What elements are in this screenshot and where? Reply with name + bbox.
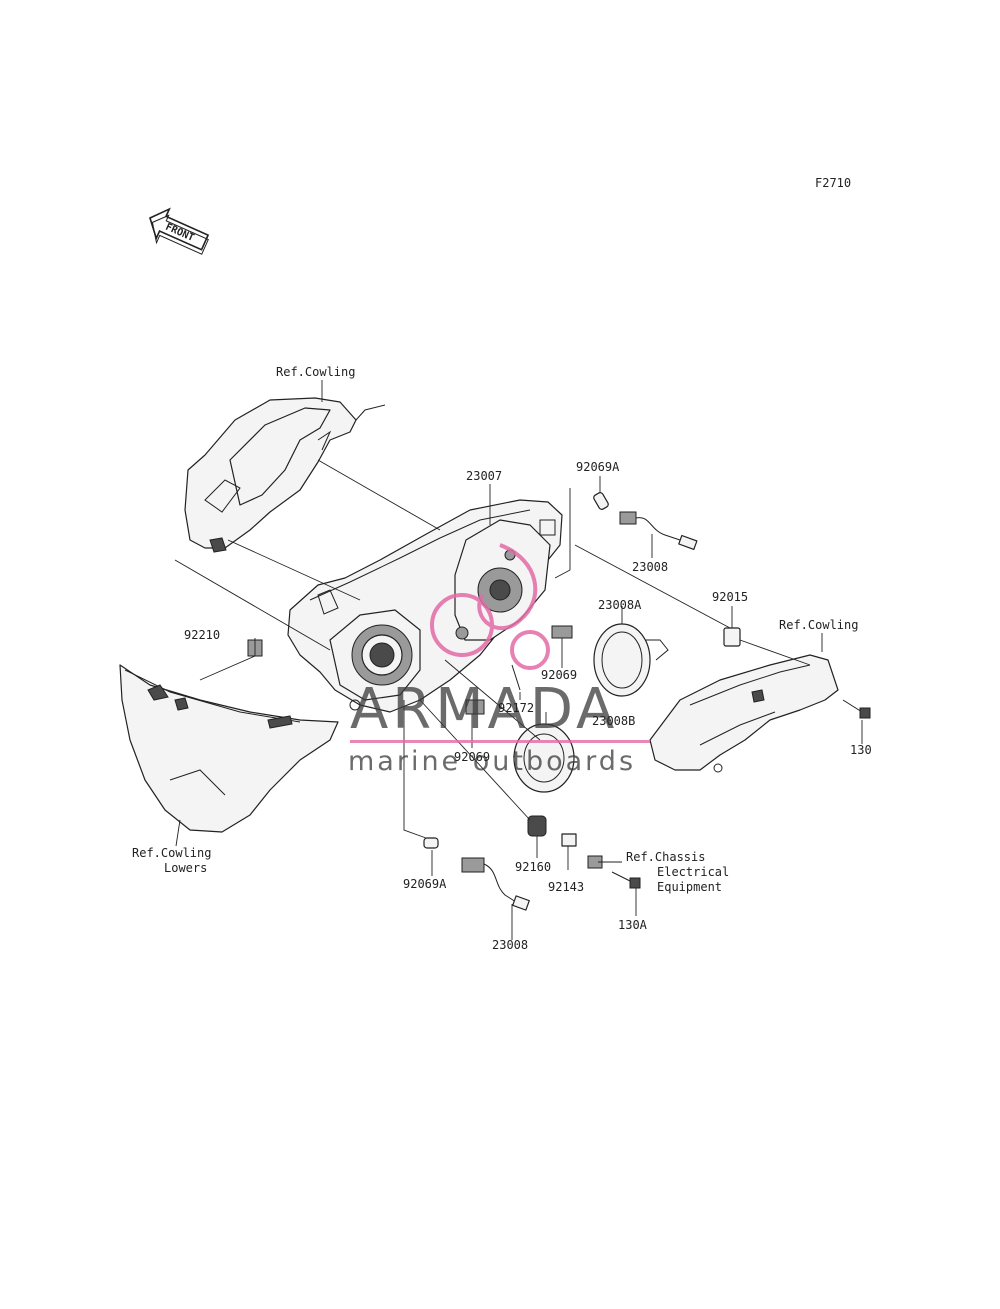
- label-ref-cowling-lowers-2: Lowers: [164, 861, 207, 875]
- label-23008-top: 23008: [632, 560, 668, 574]
- label-ref-cowling-right: Ref.Cowling: [779, 618, 858, 632]
- label-92210: 92210: [184, 628, 220, 642]
- label-92015: 92015: [712, 590, 748, 604]
- label-92172: 92172: [498, 701, 534, 715]
- label-23008a: 23008A: [598, 598, 642, 612]
- front-arrow-icon: FRONT: [149, 207, 210, 255]
- label-92160: 92160: [515, 860, 551, 874]
- label-ref-cowling-lowers-1: Ref.Cowling: [132, 846, 211, 860]
- label-ref-cowling-top: Ref.Cowling: [276, 365, 355, 379]
- upper-cowling-part: [184, 397, 386, 553]
- part-labels: Ref.Cowling 23007 92069A 23008 92015 Ref…: [132, 365, 872, 952]
- leader-lines: [174, 380, 863, 940]
- label-23008-bottom: 23008: [492, 938, 528, 952]
- label-ref-chassis-3: Equipment: [657, 880, 722, 894]
- label-ref-chassis-1: Ref.Chassis: [626, 850, 705, 864]
- label-130a: 130A: [618, 918, 648, 932]
- lower-cowling-part: [119, 664, 339, 833]
- label-23008b: 23008B: [592, 714, 635, 728]
- label-92069a-bottom: 92069A: [403, 877, 447, 891]
- label-92069-right: 92069: [541, 668, 577, 682]
- watermark-logo-icon: [430, 543, 550, 670]
- watermark-underline: [350, 740, 650, 743]
- watermark-tagline: marine outboards: [348, 746, 636, 777]
- figure-code: F2710: [815, 176, 851, 190]
- label-23007: 23007: [466, 469, 502, 483]
- label-92069-left: 92069: [454, 750, 490, 764]
- watermark-brand: ARMADA: [350, 677, 618, 742]
- label-92143: 92143: [548, 880, 584, 894]
- right-cowling-part: [649, 654, 839, 773]
- label-130: 130: [850, 743, 872, 757]
- label-ref-chassis-2: Electrical: [657, 865, 729, 879]
- label-92069a-top: 92069A: [576, 460, 620, 474]
- watermark: ARMADA marine outboards: [348, 543, 650, 777]
